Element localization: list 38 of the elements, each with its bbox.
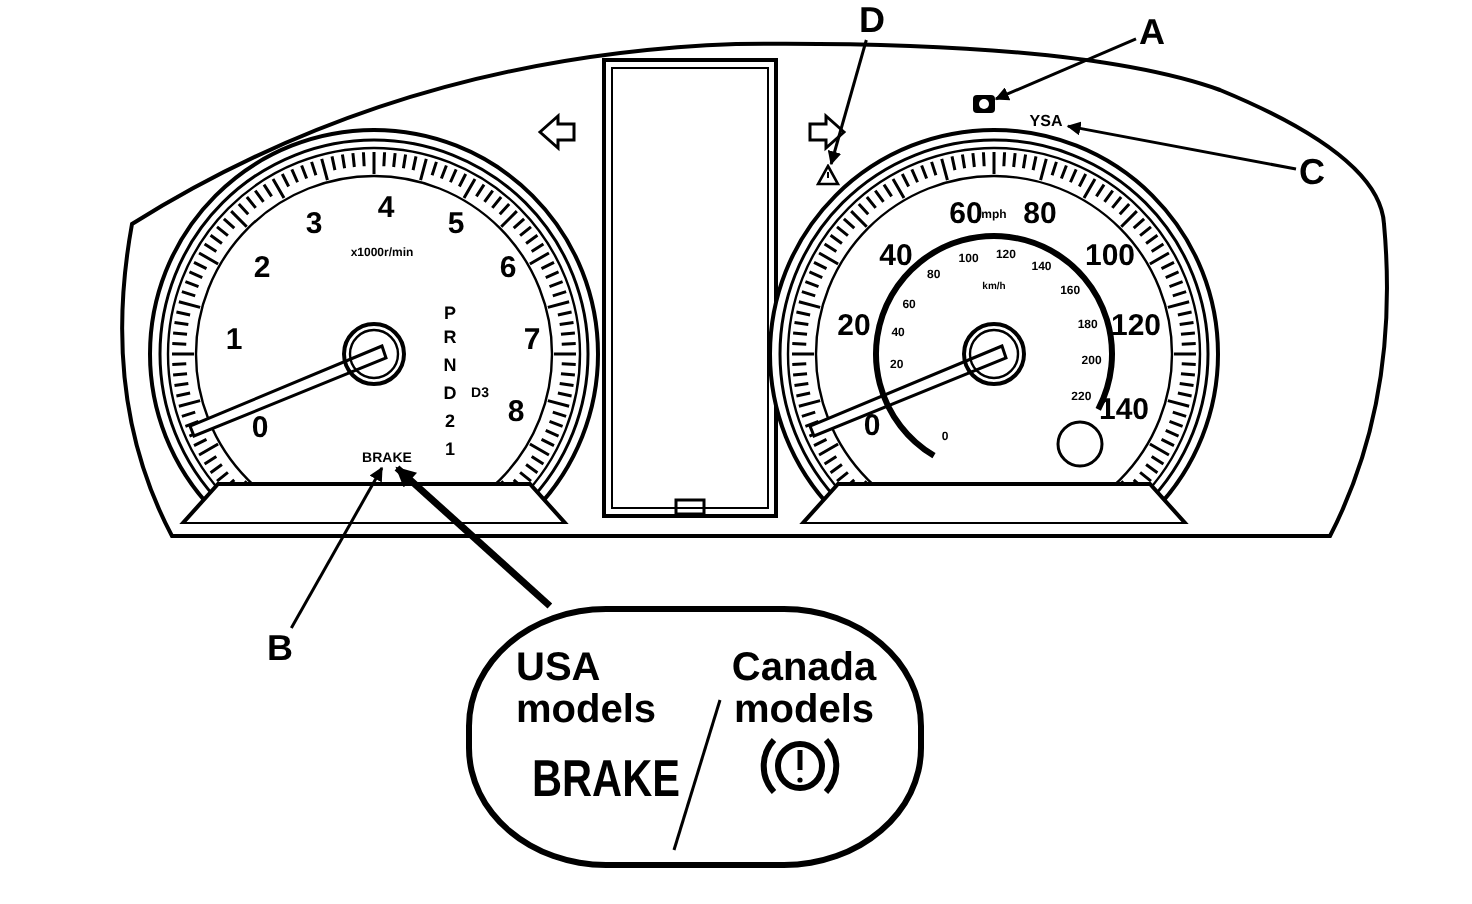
- scale-number: 60: [949, 199, 983, 229]
- callout-letter: A: [1136, 12, 1168, 52]
- scale-number: 4: [377, 193, 395, 223]
- leader-line: [827, 39, 868, 166]
- scale-number: 0: [863, 411, 881, 441]
- scale-number: 100: [1084, 241, 1136, 271]
- model-label: Canada models: [729, 648, 879, 732]
- leader-line: [394, 465, 553, 609]
- model-label: USA models: [516, 648, 659, 732]
- scale-number: 120: [1110, 311, 1162, 341]
- leader-line: [994, 37, 1137, 101]
- scale-number: 2: [253, 253, 271, 283]
- gear-indicator: R: [443, 329, 457, 347]
- scale-number: 7: [523, 325, 541, 355]
- scale-number: 140: [1098, 395, 1150, 425]
- scale-number: 3: [305, 209, 323, 239]
- warning-text: BRAKE: [532, 752, 680, 807]
- scale-number: 20: [837, 311, 871, 341]
- indicator-text: YSA: [1024, 112, 1068, 132]
- leader-line: [290, 466, 384, 629]
- gear-indicator: 1: [445, 441, 455, 459]
- callout-letter: D: [856, 0, 888, 40]
- scale-number: 1: [225, 325, 243, 355]
- leader-line: [1066, 121, 1297, 171]
- scale-number: 80: [1023, 199, 1057, 229]
- callout-letter: B: [264, 628, 296, 668]
- indicator-icon: [972, 94, 996, 114]
- gear-indicator: 2: [445, 413, 455, 431]
- scale-number: 5: [447, 209, 465, 239]
- scale-number: 8: [507, 397, 525, 427]
- gear-indicator: D: [443, 385, 457, 403]
- gear-indicator: N: [443, 357, 457, 375]
- warning-triangle-icon: [816, 164, 840, 186]
- scale-number: 40: [879, 241, 913, 271]
- scale-number: 6: [499, 253, 517, 283]
- gear-indicator: P: [444, 305, 456, 323]
- callout-letter: C: [1296, 152, 1328, 192]
- scale-number: 0: [251, 413, 269, 443]
